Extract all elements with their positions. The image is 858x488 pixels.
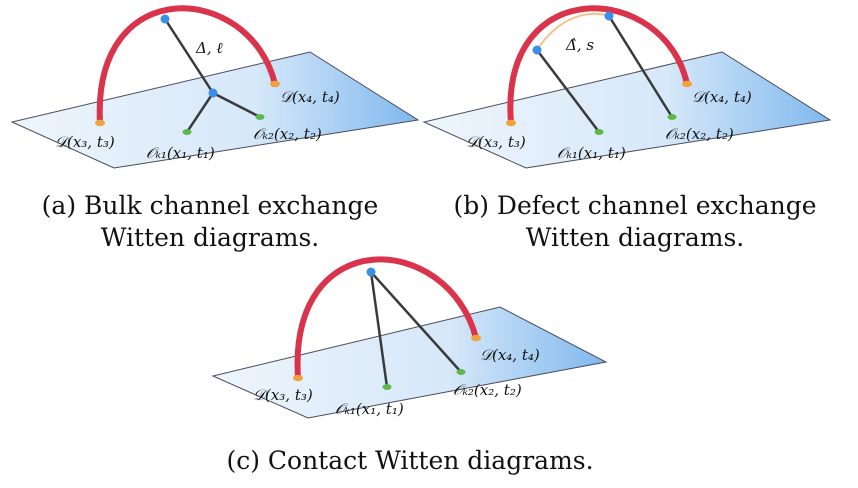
defect-line bbox=[294, 256, 479, 381]
panel-b-defect-exchange: Δ̂, s 𝒟(x₃, t₃) 𝒟(x₄, t₄) 𝒪ₖ₁(x₁, t₁) 𝒪ₖ… bbox=[422, 5, 832, 169]
bulk-endpoint-x1 bbox=[594, 129, 604, 135]
caption-b: (b) Defect channel exchange Witten diagr… bbox=[453, 191, 817, 252]
defect-line bbox=[507, 5, 690, 126]
label-o1: 𝒪ₖ₁(x₁, t₁) bbox=[146, 144, 215, 162]
label-o2: 𝒪ₖ₂(x₂, t₂) bbox=[453, 381, 522, 399]
label-exchange: Δ̂, s bbox=[565, 36, 594, 54]
contact-vertex bbox=[366, 267, 376, 277]
defect-line bbox=[96, 5, 278, 126]
bulk-endpoint-x2 bbox=[667, 114, 677, 120]
bulk-endpoint-x2 bbox=[456, 369, 466, 375]
label-d4: 𝒟(x₄, t₄) bbox=[280, 88, 340, 106]
bulk-propagator-o2 bbox=[212, 91, 261, 119]
bulk-propagator-o1 bbox=[185, 92, 215, 133]
boundary-plane bbox=[422, 51, 832, 169]
bulk-vertex bbox=[208, 88, 218, 98]
bulk-propagator-o2 bbox=[370, 271, 462, 373]
defect-endpoint-x3 bbox=[293, 374, 303, 382]
panel-a-bulk-exchange: Δ, ℓ 𝒟(x₃, t₃) 𝒟(x₄, t₄) 𝒪ₖ₁(x₁, t₁) 𝒪ₖ₂… bbox=[10, 5, 420, 169]
label-d3: 𝒟(x₃, t₃) bbox=[466, 133, 526, 151]
label-d3: 𝒟(x₃, t₃) bbox=[253, 386, 313, 404]
bulk-propagator-exchange bbox=[163, 18, 215, 94]
bulk-endpoint-x1 bbox=[382, 384, 392, 390]
boundary-plane bbox=[211, 306, 608, 419]
panel-c-contact: 𝒟(x₃, t₃) 𝒟(x₄, t₄) 𝒪ₖ₁(x₁, t₁) 𝒪ₖ₂(x₂, … bbox=[211, 256, 608, 419]
defect-vertex bbox=[160, 14, 170, 24]
boundary-plane bbox=[10, 51, 420, 169]
defect-endpoint-x4 bbox=[270, 80, 280, 88]
label-exchange: Δ, ℓ bbox=[195, 39, 223, 57]
defect-vertex-1 bbox=[532, 45, 542, 55]
bulk-propagator-o1 bbox=[369, 271, 389, 388]
defect-endpoint-x4 bbox=[471, 334, 481, 342]
defect-endpoint-x3 bbox=[506, 119, 516, 127]
bulk-propagator-o1 bbox=[536, 49, 600, 133]
label-o2: 𝒪ₖ₂(x₂, t₂) bbox=[665, 125, 734, 143]
label-d3: 𝒟(x₃, t₃) bbox=[55, 133, 115, 151]
defect-endpoint-x3 bbox=[95, 119, 105, 127]
bulk-endpoint-x2 bbox=[255, 114, 265, 120]
label-d4: 𝒟(x₄, t₄) bbox=[692, 88, 752, 106]
label-o1: 𝒪ₖ₁(x₁, t₁) bbox=[557, 144, 626, 162]
defect-endpoint-x4 bbox=[682, 80, 692, 88]
caption-a: (a) Bulk channel exchange Witten diagram… bbox=[41, 191, 379, 252]
defect-vertex-2 bbox=[604, 11, 614, 21]
bulk-endpoint-x1 bbox=[182, 129, 192, 135]
label-o1: 𝒪ₖ₁(x₁, t₁) bbox=[335, 400, 404, 418]
defect-exchange-segment bbox=[536, 12, 610, 51]
caption-c: (c) Contact Witten diagrams. bbox=[226, 446, 594, 475]
bulk-propagator-o2 bbox=[607, 15, 674, 118]
label-d4: 𝒟(x₄, t₄) bbox=[480, 346, 540, 364]
label-o2: 𝒪ₖ₂(x₂, t₂) bbox=[253, 125, 322, 143]
